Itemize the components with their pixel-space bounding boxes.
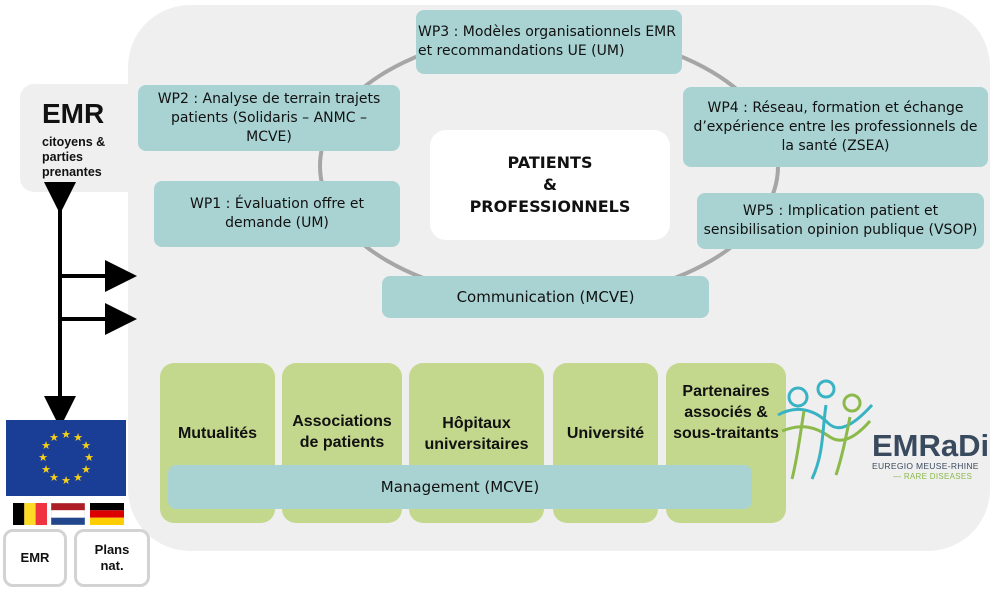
emr-subtitle: citoyens & parties prenantes bbox=[42, 135, 106, 179]
plans-nat-label: Plans nat. bbox=[94, 542, 130, 573]
svg-text:★: ★ bbox=[81, 439, 91, 452]
wp5-box: WP5 : Implication patient et sensibilisa… bbox=[697, 193, 984, 249]
wp1-box: WP1 : Évaluation offre et demande (UM) bbox=[154, 181, 400, 247]
partner-label-5: Partenaires associés & sous-traitants bbox=[673, 383, 779, 442]
logo-name: EMRaDi bbox=[872, 428, 990, 463]
svg-text:★: ★ bbox=[73, 431, 83, 444]
svg-text:★: ★ bbox=[61, 428, 71, 441]
svg-text:★: ★ bbox=[41, 463, 51, 476]
emradi-logo-icon bbox=[777, 379, 874, 480]
center-line-3: PROFESSIONNELS bbox=[469, 197, 631, 216]
eu-flag-icon: ★★★ ★★★ ★★★ ★★★ bbox=[6, 420, 126, 496]
germany-flag-icon bbox=[90, 503, 124, 525]
svg-text:★: ★ bbox=[81, 463, 91, 476]
svg-text:★: ★ bbox=[49, 431, 59, 444]
partner-label-3: Hôpitaux universitaires bbox=[424, 415, 529, 453]
emr-box-bottom-label: EMR bbox=[20, 550, 50, 565]
management-label: Management (MCVE) bbox=[380, 477, 540, 496]
plans-nat-box: Plans nat. bbox=[74, 529, 150, 587]
communication-box: Communication (MCVE) bbox=[382, 276, 709, 318]
wp1-label: WP1 : Évaluation offre et demande (UM) bbox=[190, 196, 364, 231]
wp5-label: WP5 : Implication patient et sensibilisa… bbox=[703, 203, 978, 238]
partner-label-4: Université bbox=[566, 425, 645, 442]
center-line-1: PATIENTS bbox=[507, 153, 593, 172]
partner-label-2: Associations de patients bbox=[292, 413, 392, 451]
wp2-label: WP2 : Analyse de terrain trajets patient… bbox=[157, 90, 381, 145]
patients-professionals-box: PATIENTS & PROFESSIONNELS bbox=[430, 130, 670, 240]
svg-text:★: ★ bbox=[38, 451, 48, 464]
communication-label: Communication (MCVE) bbox=[456, 287, 635, 306]
svg-text:★: ★ bbox=[41, 439, 51, 452]
svg-text:★: ★ bbox=[49, 471, 59, 484]
svg-text:★: ★ bbox=[61, 474, 71, 487]
svg-text:★: ★ bbox=[84, 451, 94, 464]
wp4-box: WP4 : Réseau, formation et échange d’exp… bbox=[683, 87, 988, 167]
belgium-flag-icon bbox=[13, 503, 47, 525]
wp3-label: WP3 : Modèles organisationnels EMR et re… bbox=[418, 24, 676, 59]
logo-subtitle-2: — RARE DISEASES bbox=[893, 472, 973, 481]
wp2-box: WP2 : Analyse de terrain trajets patient… bbox=[138, 85, 400, 151]
netherlands-flag-icon bbox=[51, 503, 85, 525]
wp4-label: WP4 : Réseau, formation et échange d’exp… bbox=[693, 99, 978, 154]
emr-box-bottom: EMR bbox=[3, 529, 67, 587]
svg-text:★: ★ bbox=[73, 471, 83, 484]
center-line-2: & bbox=[543, 175, 557, 194]
emr-stakeholders-box bbox=[20, 84, 128, 192]
partner-label-1: Mutualités bbox=[177, 425, 258, 442]
emr-title: EMR bbox=[42, 98, 105, 129]
wp3-box: WP3 : Modèles organisationnels EMR et re… bbox=[416, 10, 682, 74]
management-box: Management (MCVE) bbox=[168, 465, 752, 509]
logo-subtitle-1: EUREGIO MEUSE-RHINE bbox=[872, 461, 979, 471]
